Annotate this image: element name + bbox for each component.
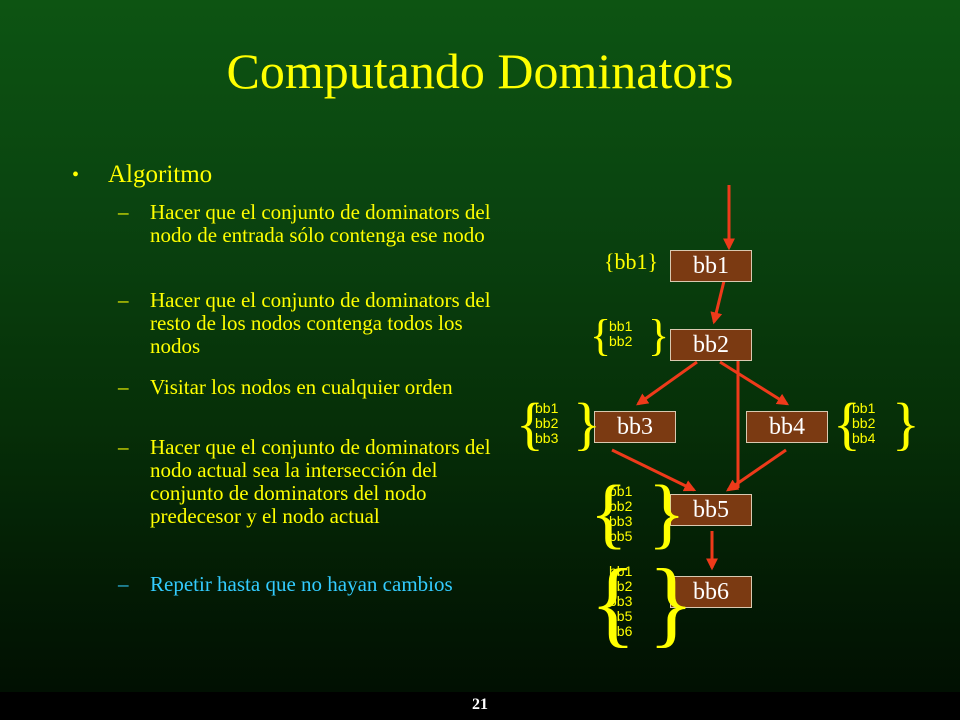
right-brace-icon: } [648, 311, 670, 360]
dom-item: bb1 [852, 400, 876, 416]
left-brace-icon: { [516, 391, 544, 456]
dom-item: bb2 [609, 578, 633, 594]
dom-set-bb4: bb1 bb2 bb4 [852, 401, 875, 446]
dom-item: bb2 [852, 415, 876, 431]
slide-background [0, 0, 960, 692]
dom-item: bb3 [609, 513, 633, 529]
dom-item: bb2 [609, 333, 633, 349]
dom-set-bb3: bb1 bb2 bb3 [535, 401, 558, 446]
page-number: 21 [472, 696, 488, 713]
dom-set-bb2: bb1 bb2 [609, 319, 632, 349]
dom-set-bb5: bb1 bb2 bb3 bb5 [609, 484, 632, 544]
node-bb6: bb6 [670, 576, 752, 608]
left-brace-icon: { [590, 549, 637, 656]
edge-bb2-bb4 [719, 360, 790, 406]
dom-item: bb6 [609, 623, 633, 639]
right-brace-icon: } [648, 549, 695, 656]
slide-title: Computando Dominators [226, 43, 734, 99]
dom-item: bb1 [609, 563, 633, 579]
step-dash: – [118, 572, 129, 596]
cfg-arrows [611, 185, 790, 571]
step-dash: – [118, 288, 129, 312]
dom-item: bb1 [609, 318, 633, 334]
left-brace-icon: { [590, 469, 628, 556]
dom-item: bb3 [535, 430, 559, 446]
edge-bb3-bb5 [611, 448, 697, 492]
step-text: Visitar los nodos en cualquier orden [150, 375, 453, 399]
dom-item: bb1 [609, 483, 633, 499]
step-text: Hacer que el conjunto de dominators del … [150, 435, 491, 528]
step-text: Repetir hasta que no hayan cambios [150, 572, 453, 596]
step-text: Hacer que el conjunto de dominators del … [150, 288, 491, 358]
edge-bb2-bb3 [636, 360, 698, 406]
dom-item: bb1 [535, 400, 559, 416]
right-brace-icon: } [892, 391, 920, 456]
step-dash: – [118, 435, 129, 459]
footer-bar [0, 692, 960, 720]
dom-item: bb4 [852, 430, 876, 446]
node-bb3: bb3 [594, 411, 676, 443]
dom-set-bb6: bb1 bb2 bb3 bb5 bb6 [609, 564, 632, 639]
dom-set-bb1: {bb1} [604, 249, 659, 274]
step-dash: – [118, 200, 129, 224]
left-brace-icon: { [590, 311, 612, 360]
node-bb5: bb5 [670, 494, 752, 526]
dom-item: bb2 [609, 498, 633, 514]
node-bb2: bb2 [670, 329, 752, 361]
edge-bb1-bb2 [710, 280, 726, 325]
bullet-dot-icon: • [72, 164, 80, 186]
dom-item: bb5 [609, 528, 633, 544]
node-bb1: bb1 [670, 250, 752, 282]
step-dash: – [118, 375, 129, 399]
bullet-label: Algoritmo [108, 161, 213, 188]
dom-item: bb5 [609, 608, 633, 624]
dom-item: bb3 [609, 593, 633, 609]
node-bb4: bb4 [746, 411, 828, 443]
left-brace-icon: { [833, 391, 861, 456]
step-text: Hacer que el conjunto de dominators del … [150, 200, 491, 247]
dom-item: bb2 [535, 415, 559, 431]
right-brace-icon: } [648, 469, 686, 556]
right-brace-icon: } [573, 391, 601, 456]
